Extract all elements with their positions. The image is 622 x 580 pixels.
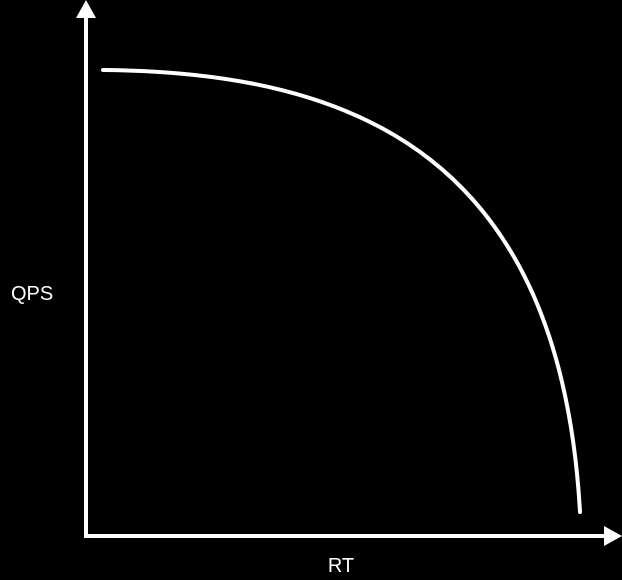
y-axis-label: QPS [11, 283, 53, 305]
y-axis-arrowhead [76, 0, 96, 18]
x-axis-label: RT [328, 555, 354, 577]
x-axis-arrowhead [604, 526, 622, 546]
qps-rt-curve [101, 68, 582, 514]
